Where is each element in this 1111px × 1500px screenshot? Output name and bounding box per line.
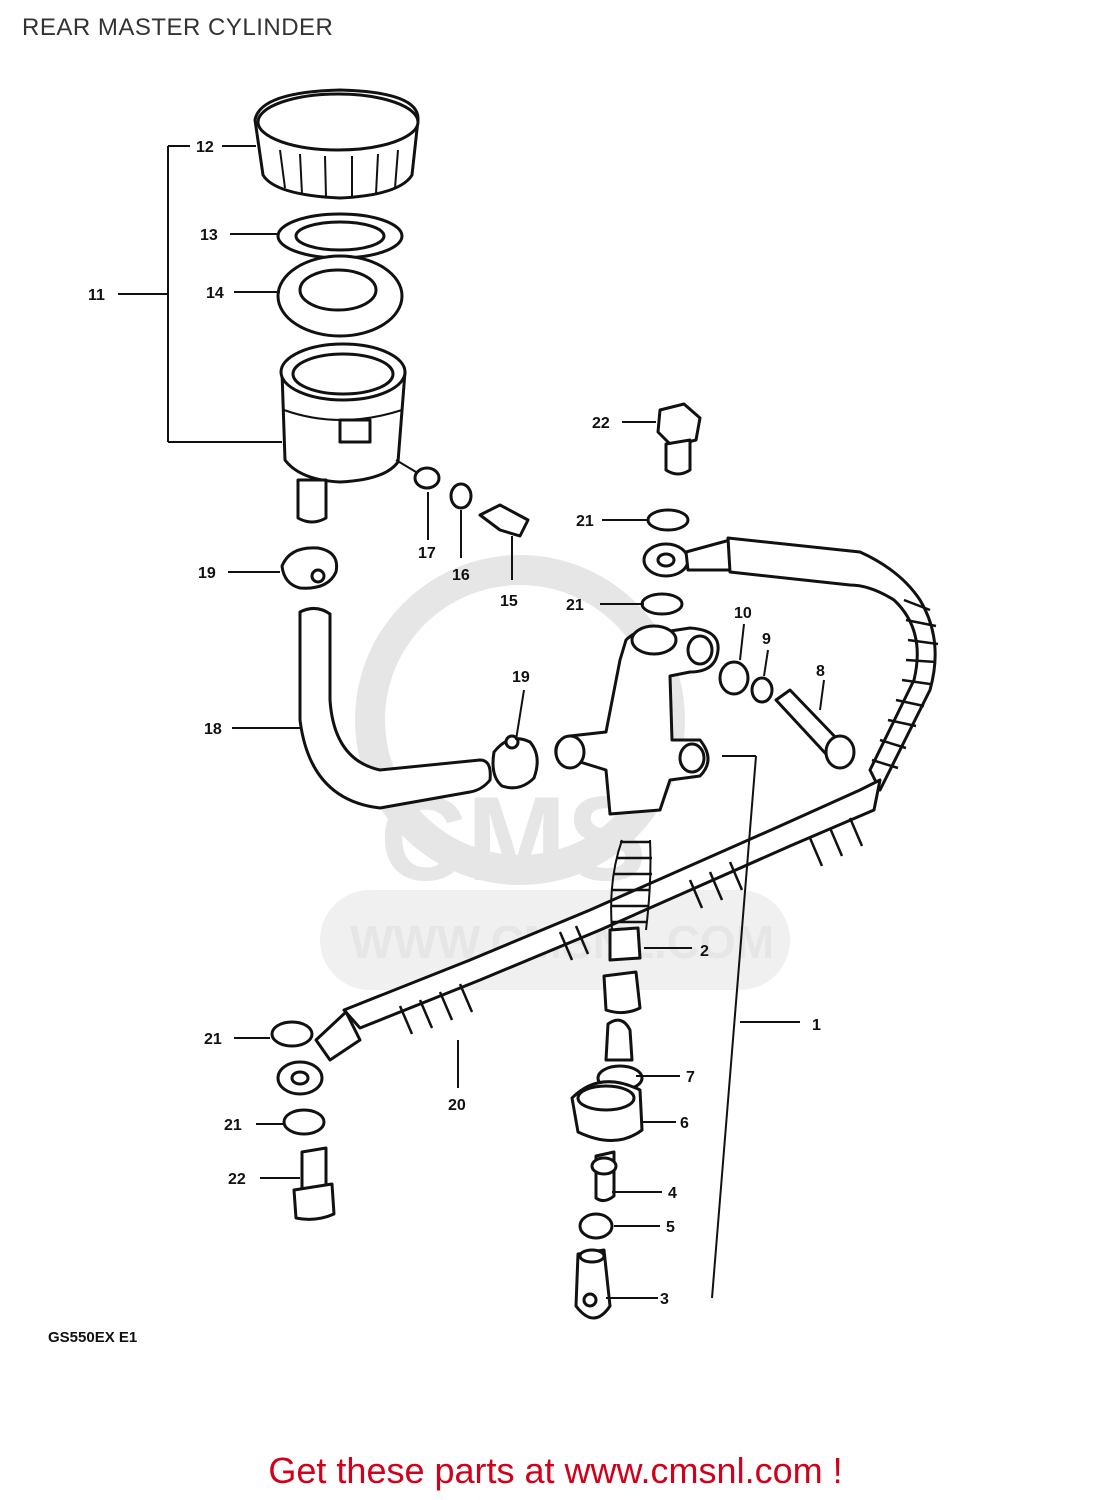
callout-labels: 12 13 14 11 19 18 17 16 15 19 22 21 21 1… [88,139,825,1308]
lock-nut [578,1212,614,1240]
callout-21-a: 21 [576,513,594,530]
callout-11: 11 [88,287,105,304]
pivot-bolt [774,688,856,770]
pivot-washer-9 [750,676,774,704]
brake-hose-upper [642,536,939,792]
callout-22-lower: 22 [228,1171,246,1188]
callout-8: 8 [816,663,825,680]
cap-gasket [276,212,404,260]
callout-20: 20 [448,1097,466,1114]
callout-12: 12 [196,139,214,156]
page-title: REAR MASTER CYLINDER [22,14,334,41]
sealing-washer-upper-a [646,508,690,532]
callout-10: 10 [734,605,752,622]
pivot-washer-10 [718,660,750,696]
callout-21-d: 21 [224,1117,242,1134]
callout-6: 6 [680,1115,689,1132]
callout-14: 14 [206,285,224,302]
get-parts-link[interactable]: Get these parts at www.cmsnl.com ! [268,1450,843,1491]
callout-9: 9 [762,631,771,648]
callout-17: 17 [418,545,436,562]
boot [570,1080,644,1142]
callout-19-lower: 19 [512,669,530,686]
sealing-washer-lower-a [270,1020,314,1048]
piston-cup [608,926,642,962]
model-code: GS550EX E1 [48,1329,137,1346]
callout-3: 3 [660,1291,669,1308]
reservoir-hose [298,607,492,810]
callout-21-b: 21 [566,597,584,614]
banjo-eye-lower [276,1060,324,1096]
leader-lines [222,145,825,1299]
banjo-bolt-lower [292,1146,336,1221]
callout-2: 2 [700,943,709,960]
piston [602,970,642,1062]
clevis [574,1248,612,1320]
callout-19-upper: 19 [198,565,216,582]
reservoir-body [279,342,407,524]
callout-21-c: 21 [204,1031,222,1048]
callout-15: 15 [500,593,518,610]
callout-4: 4 [668,1185,677,1202]
push-rod [590,1150,618,1203]
callout-22-upper: 22 [592,415,610,432]
callout-1: 1 [812,1017,821,1034]
callout-18: 18 [204,721,222,738]
callout-5: 5 [666,1219,675,1236]
sealing-washer-lower-b [282,1108,326,1136]
master-cylinder-body [554,624,800,1299]
diaphragm [276,254,404,338]
callout-13: 13 [200,227,218,244]
callout-7: 7 [686,1069,695,1086]
callout-16: 16 [452,567,470,584]
hose-clamp-lower [491,734,539,790]
return-spring [610,839,652,931]
mount-hardware [395,459,530,580]
exploded-parts-diagram: CMS WWW.CMSNL.COM [48,88,939,1346]
reservoir-bracket [118,145,282,443]
hose-clamp-upper [280,546,339,590]
sealing-washer-upper-b [640,592,684,616]
reservoir-cap [253,88,420,200]
banjo-bolt-upper [656,402,702,476]
